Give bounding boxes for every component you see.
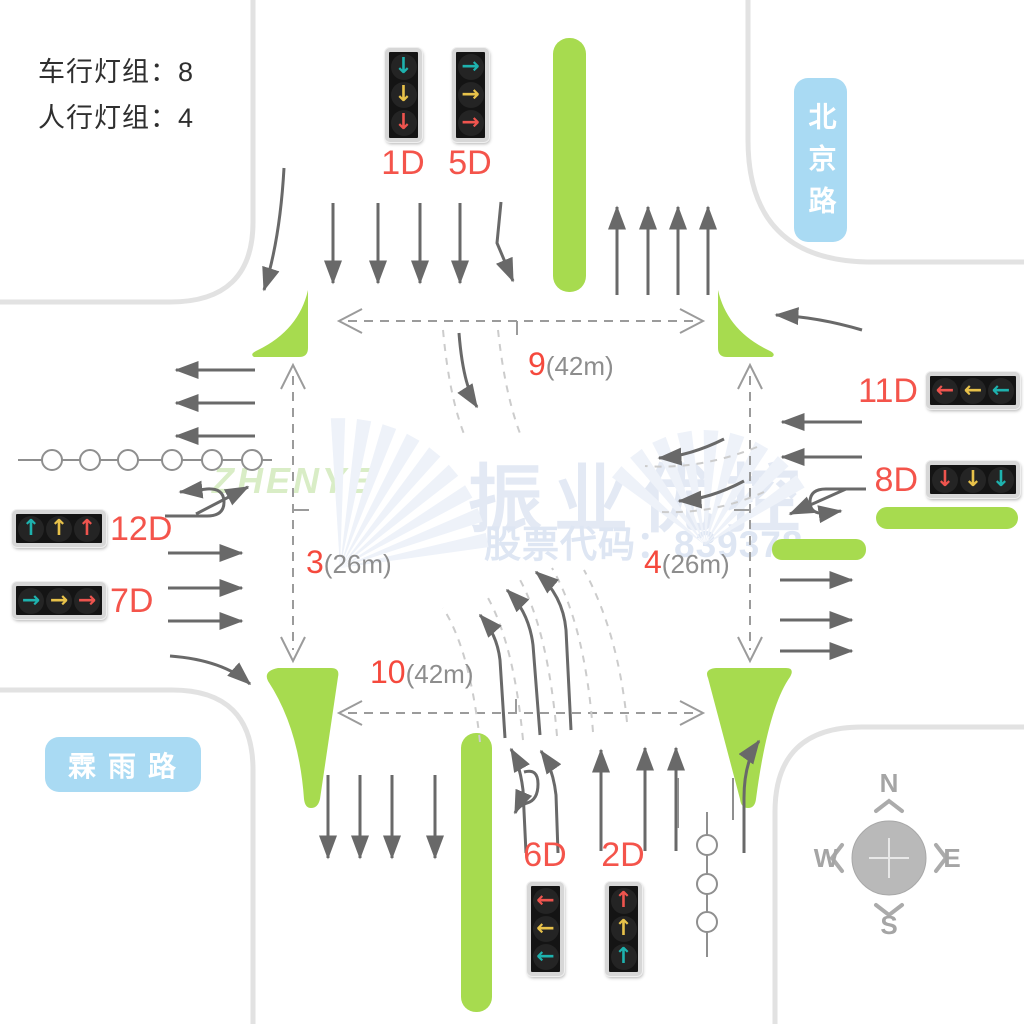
left-arrow-red-icon: ← (932, 377, 958, 404)
signal-head-8D[interactable]: ↓↓↓ (926, 461, 1020, 498)
up-arrow-teal-icon: ↑ (610, 944, 637, 970)
left-arrow-red-icon: ← (532, 888, 559, 914)
left-arrow-teal-icon: ← (532, 944, 559, 970)
signal-head-11D[interactable]: ←←← (926, 372, 1020, 409)
right-arrow-teal-icon: → (18, 587, 44, 614)
corner-island-sw (266, 668, 339, 808)
up-arrow-yellow-icon: ↑ (46, 515, 72, 542)
up-arrow-yellow-icon: ↑ (610, 916, 637, 942)
signal-label-11D: 11D (858, 372, 918, 410)
down-arrow-yellow-icon: ↓ (960, 466, 986, 493)
signal-head-12D[interactable]: ↑↑↑ (12, 510, 106, 547)
signal-head-2D[interactable]: ↑↑↑ (605, 882, 642, 976)
median-north (553, 38, 586, 292)
compass: N E S W (814, 768, 961, 940)
signal-head-1D[interactable]: ↓↓↓ (385, 48, 422, 142)
green-medians (252, 38, 1018, 1012)
measurement-label-9: 9(42m) (528, 346, 614, 382)
corner-island-nw (252, 290, 308, 357)
measurement-label-10: 10(42m) (370, 654, 474, 690)
up-arrow-teal-icon: ↑ (18, 515, 44, 542)
left-arrow-yellow-icon: ← (532, 916, 559, 942)
corner-island-se (707, 668, 792, 808)
signal-head-5D[interactable]: →→→ (452, 48, 489, 142)
vehicle-light-groups-count: 车行灯组：8 (38, 57, 195, 87)
left-arrow-teal-icon: ← (988, 377, 1014, 404)
down-arrow-red-icon: ↓ (932, 466, 958, 493)
compass-chevron-east (934, 843, 949, 873)
right-arrow-teal-icon: → (457, 54, 484, 80)
lane-arrows (165, 167, 866, 860)
down-arrow-teal-icon: ↓ (988, 466, 1014, 493)
down-arrow-teal-icon: ↓ (390, 54, 417, 80)
barrier-chains (18, 449, 734, 957)
signal-label-6D: 6D (523, 836, 567, 874)
signal-label-8D: 8D (874, 461, 918, 499)
right-arrow-red-icon: → (457, 110, 484, 136)
measurement-label-3: 3(26m) (306, 544, 392, 580)
left-arrow-yellow-icon: ← (960, 377, 986, 404)
measurement-label-4: 4(26m) (644, 544, 730, 580)
signal-head-6D[interactable]: ←←← (527, 882, 564, 976)
signal-label-2D: 2D (601, 836, 645, 874)
road-name-tag-beijing-road: 北京路 (794, 78, 847, 242)
road-name-tag-linyu-road: 霖雨路 (45, 737, 201, 792)
right-arrow-yellow-icon: → (457, 82, 484, 108)
up-arrow-red-icon: ↑ (74, 515, 100, 542)
median-east-lower (772, 539, 866, 560)
signal-label-1D: 1D (381, 144, 425, 182)
down-arrow-red-icon: ↓ (390, 110, 417, 136)
right-arrow-red-icon: → (74, 587, 100, 614)
intersection-guide-dashes (442, 329, 765, 743)
signal-label-7D: 7D (110, 582, 154, 620)
up-arrow-red-icon: ↑ (610, 888, 637, 914)
compass-chevron-south (874, 903, 904, 918)
signal-label-12D: 12D (110, 510, 173, 548)
compass-w: W (814, 843, 839, 873)
compass-chevron-west (829, 843, 844, 873)
signal-label-5D: 5D (448, 144, 492, 182)
compass-chevron-north (874, 798, 904, 813)
compass-s: S (880, 910, 897, 940)
signal-head-7D[interactable]: →→→ (12, 582, 106, 619)
compass-e: E (943, 843, 960, 873)
corner-island-ne (718, 290, 774, 357)
median-south (461, 733, 492, 1012)
median-east-upper (876, 507, 1018, 529)
compass-n: N (880, 768, 899, 798)
pedestrian-light-groups-count: 人行灯组：4 (38, 103, 195, 133)
watermark-fan-logo (330, 418, 805, 568)
right-arrow-yellow-icon: → (46, 587, 72, 614)
measurement-lines (280, 308, 763, 726)
down-arrow-yellow-icon: ↓ (390, 82, 417, 108)
